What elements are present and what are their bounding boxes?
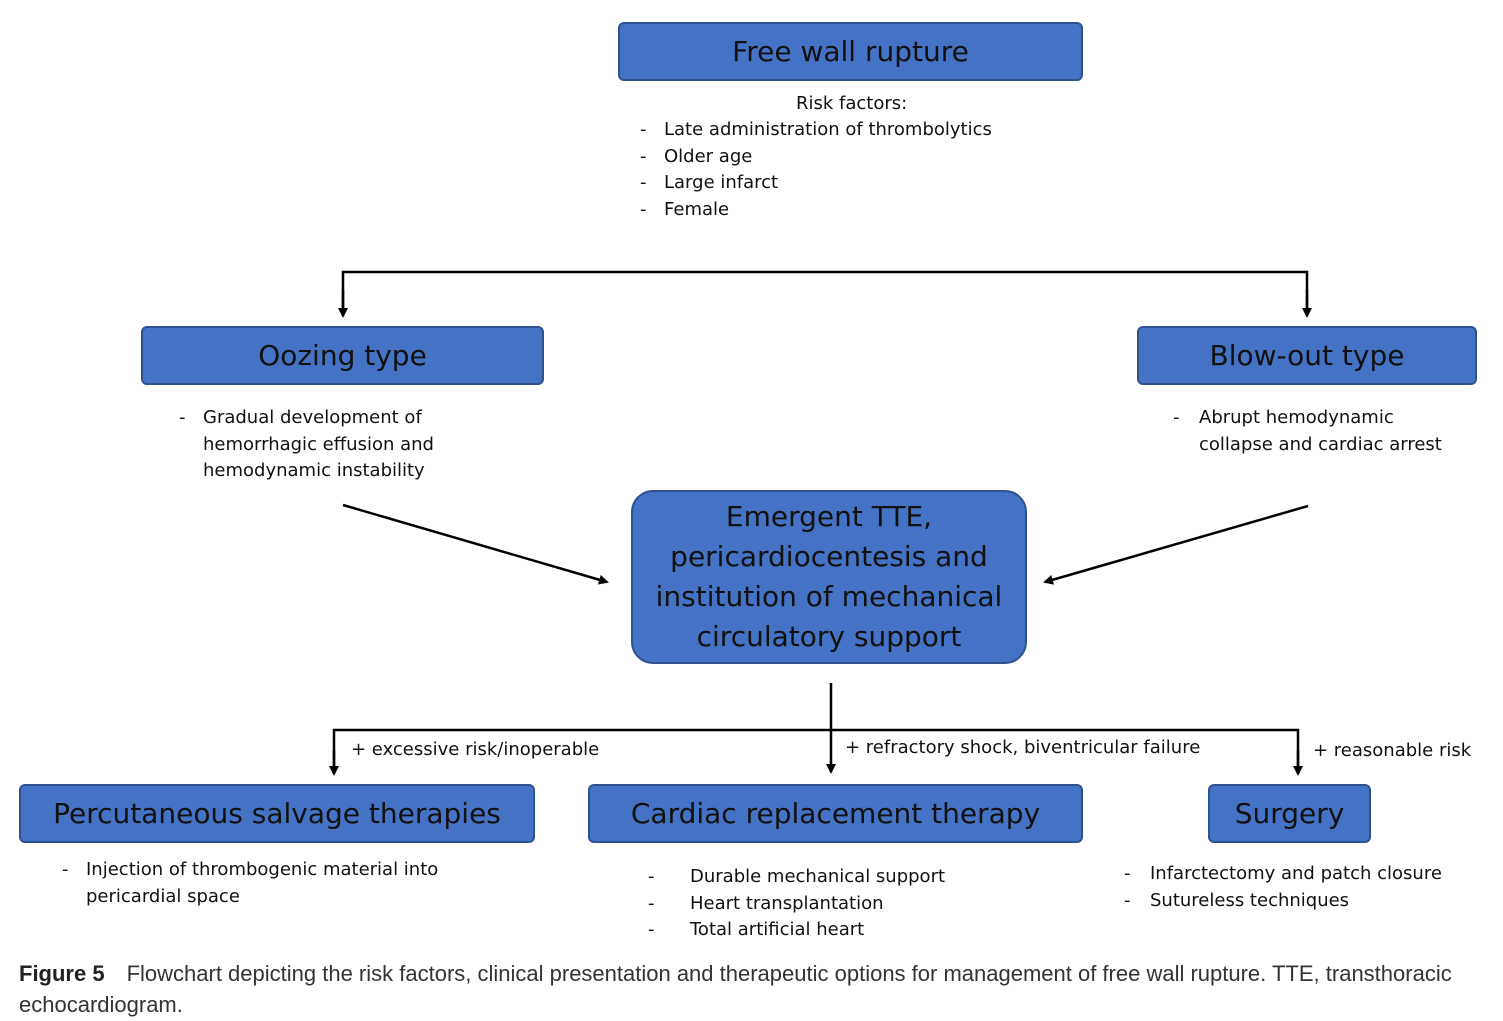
replacement-description: -Durable mechanical support -Heart trans…	[648, 864, 945, 944]
figure-caption-label: Figure 5	[19, 961, 105, 986]
list-item: -Late administration of thrombolytics	[640, 119, 992, 140]
risk-factors-list: -Late administration of thrombolytics -O…	[640, 117, 992, 223]
oozing-description: -Gradual development of hemorrhagic effu…	[179, 405, 434, 485]
node-cardiac-replacement-label: Cardiac replacement therapy	[630, 797, 1041, 830]
list-item: -Gradual development of	[179, 407, 422, 428]
blowout-description: -Abrupt hemodynamic collapse and cardiac…	[1173, 405, 1442, 458]
list-item: -Older age	[640, 145, 753, 167]
list-item-continuation: hemorrhagic effusion and	[203, 433, 434, 455]
list-item: -Infarctectomy and patch closure	[1124, 863, 1442, 884]
list-item: -Injection of thrombogenic material into	[62, 859, 439, 880]
node-surgery-label: Surgery	[1234, 797, 1345, 830]
node-free-wall-rupture: Free wall rupture	[618, 22, 1083, 81]
edge-label-reasonable-risk: + reasonable risk	[1313, 740, 1472, 761]
list-item-continuation: collapse and cardiac arrest	[1199, 433, 1442, 455]
node-free-wall-rupture-label: Free wall rupture	[732, 35, 969, 68]
node-blowout-type-label: Blow-out type	[1209, 339, 1405, 372]
node-cardiac-replacement: Cardiac replacement therapy	[588, 784, 1083, 843]
node-surgery: Surgery	[1208, 784, 1371, 843]
node-blowout-type: Blow-out type	[1137, 326, 1477, 385]
edge-label-refractory-shock: + refractory shock, biventricular failur…	[845, 737, 1201, 758]
list-item: -Sutureless techniques	[1124, 889, 1350, 911]
list-item: -Large infarct	[640, 172, 779, 194]
surgery-description: -Infarctectomy and patch closure -Suture…	[1124, 861, 1442, 914]
arrow-blowout-to-center	[1043, 504, 1309, 585]
connector-split-top	[341, 270, 1309, 315]
list-item: -Total artificial heart	[648, 919, 865, 941]
node-percutaneous-salvage: Percutaneous salvage therapies	[19, 784, 535, 843]
list-item: -Heart transplantation	[648, 892, 884, 914]
list-item: -Durable mechanical support	[648, 866, 946, 887]
risk-factors-heading: Risk factors:	[796, 93, 908, 114]
edge-label-excessive-risk: + excessive risk/inoperable	[351, 739, 600, 760]
list-item: -Female	[640, 198, 730, 220]
node-percutaneous-salvage-label: Percutaneous salvage therapies	[53, 797, 501, 830]
percutaneous-description: -Injection of thrombogenic material into…	[62, 857, 438, 910]
node-emergent-tte-label: Emergent TTE, pericardiocentesis and ins…	[655, 500, 1003, 653]
node-oozing-type: Oozing type	[141, 326, 544, 385]
figure-caption-text: Flowchart depicting the risk factors, cl…	[19, 961, 1452, 1017]
node-emergent-tte: Emergent TTE, pericardiocentesis and ins…	[631, 490, 1027, 664]
list-item-continuation: hemodynamic instability	[203, 460, 425, 482]
node-oozing-type-label: Oozing type	[258, 339, 427, 372]
arrow-oozing-to-center	[342, 503, 609, 585]
list-item: -Abrupt hemodynamic	[1173, 407, 1394, 428]
list-item-continuation: pericardial space	[86, 885, 240, 907]
